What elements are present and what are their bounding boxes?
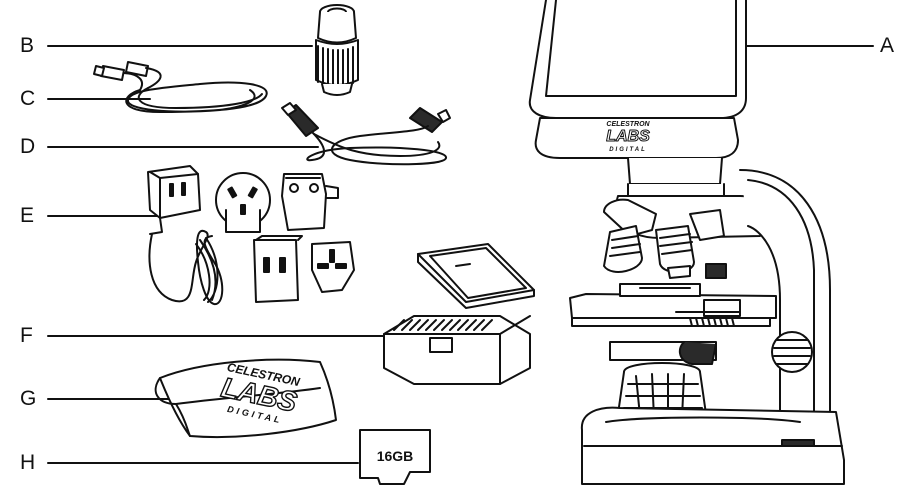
callout-label-f: F [20, 325, 33, 346]
slide-box-f [384, 244, 534, 384]
callout-label-e: E [20, 205, 34, 226]
callout-label-c: C [20, 88, 35, 109]
screen-labs-text: LABS [606, 128, 650, 145]
microscope-stage [570, 284, 776, 326]
lcd-screen: CELESTRON LABS DIGITAL [530, 0, 746, 158]
objective-lens-b [316, 5, 358, 95]
microsd-card-h: 16GB [360, 430, 430, 484]
digital-microscope-a: CELESTRON LABS DIGITAL [530, 0, 844, 484]
hdmi-cable-d [282, 103, 450, 164]
microsd-capacity-label: 16GB [377, 448, 414, 464]
screen-brand-text: CELESTRON [606, 121, 650, 128]
callout-label-h: H [20, 452, 35, 473]
callout-label-a: A [880, 35, 894, 56]
usb-cable-c [94, 62, 267, 112]
callout-label-d: D [20, 136, 35, 157]
power-adapter-e [148, 166, 354, 304]
callout-label-b: B [20, 35, 34, 56]
screen-digital-text: DIGITAL [609, 147, 647, 153]
callout-label-g: G [20, 388, 36, 409]
